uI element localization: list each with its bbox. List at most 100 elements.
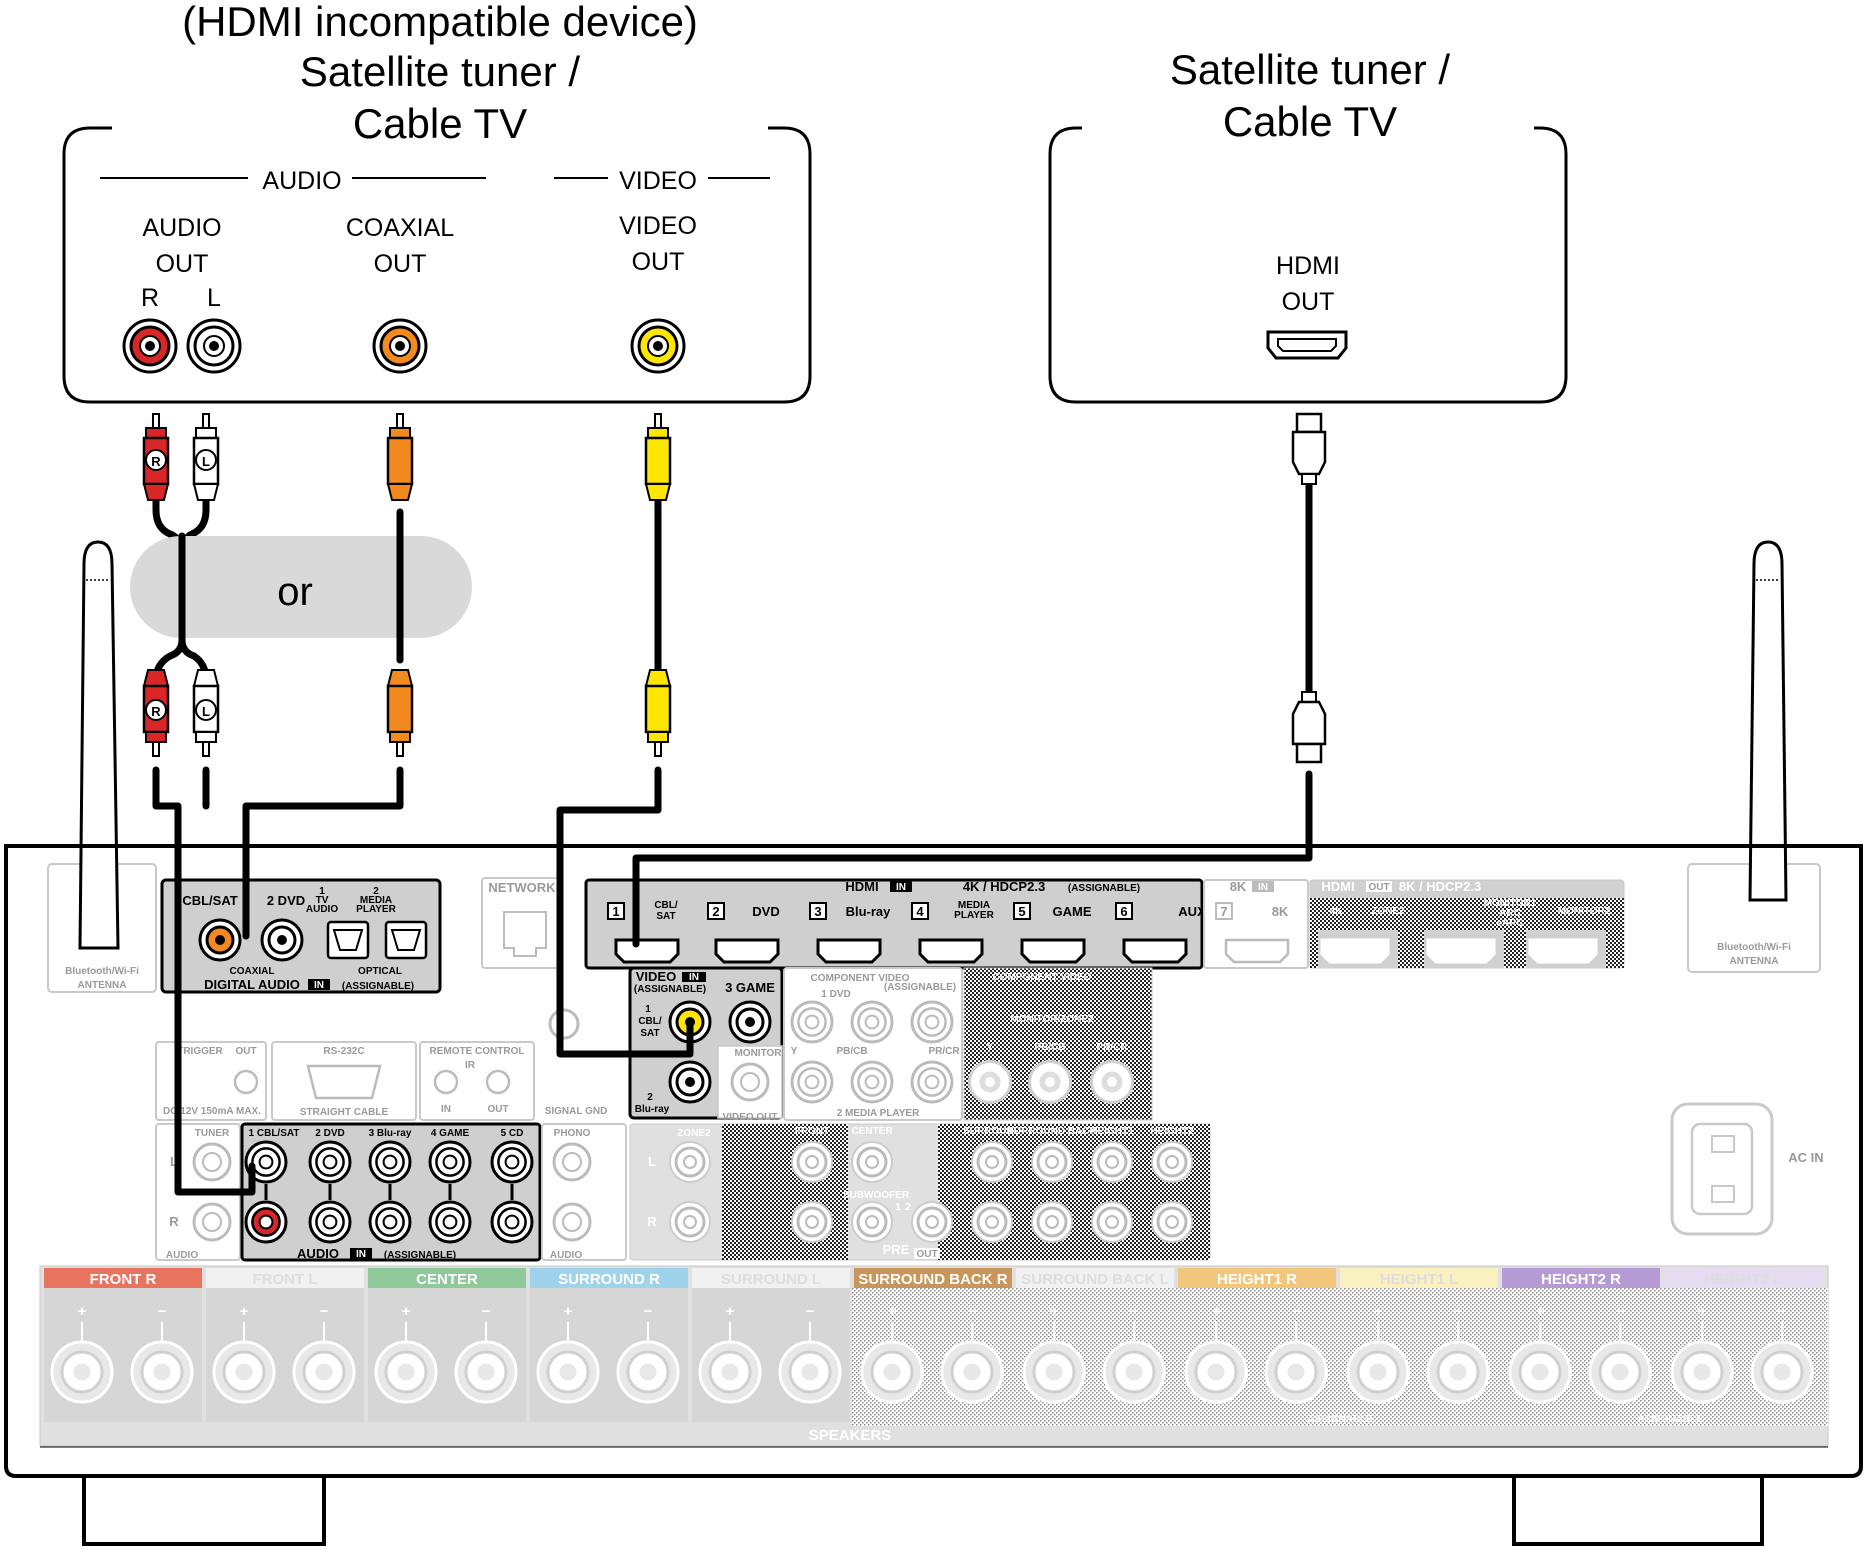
ac-in-label: AC IN: [1788, 1150, 1823, 1165]
video-in-badge: IN: [689, 972, 699, 983]
hdmi-in-label-6: AUX: [1178, 904, 1206, 919]
assignable-label-2: ASSIGNABLE: [1637, 1414, 1703, 1425]
hdmi-in-badge: IN: [896, 882, 906, 893]
speaker-sign-3-1: −: [644, 1303, 653, 1320]
rca-plug-top-l: L: [192, 413, 220, 501]
audio-in-label-0: 1 CBL/SAT: [249, 1128, 300, 1139]
video-plug-bottom: [644, 669, 672, 757]
speaker-sign-5-0: +: [888, 1303, 897, 1320]
component-out-y: Y: [987, 1042, 994, 1053]
speaker-sign-9-1: −: [1616, 1303, 1625, 1320]
digital-dvd-label: 2 DVD: [267, 893, 305, 908]
speaker-sign-3-0: +: [564, 1303, 573, 1320]
hdmi-in-label-1-a: CBL/: [654, 900, 678, 911]
audio-in-jack-top-3: [428, 1140, 472, 1184]
remote-out: OUT: [487, 1104, 508, 1115]
audio-in-label-2: 3 Blu-ray: [369, 1128, 412, 1139]
video-in-bluray-jack: [668, 1060, 712, 1104]
speaker-group-9: HEIGHT2 R+−: [1502, 1268, 1660, 1404]
hdmi-out-mon1-1: ARC: [1499, 908, 1521, 919]
hdmi-in-spec: 4K / HDCP2.3: [963, 879, 1045, 894]
rca-plug-bottom-r-letter: R: [151, 704, 161, 719]
or-label: or: [277, 570, 313, 614]
speaker-sign-8-1: −: [1454, 1303, 1463, 1320]
speaker-group-6: SURROUND BACK L + −: [1016, 1268, 1174, 1404]
ac-in: AC IN: [1670, 1102, 1824, 1236]
hdmi-in-label-2: DVD: [752, 904, 779, 919]
digital-audio-label: DIGITAL AUDIO: [204, 977, 300, 992]
phono-audio-label: AUDIO: [550, 1250, 582, 1261]
pre-out-jack-top-2: [971, 1141, 1013, 1183]
hdmi-in-assignable: (ASSIGNABLE): [1068, 883, 1140, 894]
video-out-label-1: VIDEO: [619, 212, 697, 240]
optical-label: OPTICAL: [358, 966, 402, 977]
speaker-label-0: FRONT R: [90, 1271, 157, 1288]
pre-out-jack-bottom-2: [971, 1201, 1013, 1243]
hdmi-in-num-6: 6: [1120, 904, 1127, 919]
assignable-label-1: ASSIGNABLE: [1307, 1414, 1373, 1425]
component-in-jack-4: [850, 1060, 894, 1104]
speakers-label: SPEAKERS: [809, 1427, 892, 1444]
component-in-pb: PB/CB: [836, 1046, 867, 1057]
speaker-label-10: HEIGHT2 L: [1704, 1271, 1782, 1288]
l-label: L: [207, 284, 221, 312]
speaker-label-6: SURROUND BACK L: [1021, 1271, 1169, 1288]
av-receiver: Bluetooth/Wi-Fi ANTENNA Bluetooth/Wi-Fi …: [4, 540, 1863, 1546]
rca-jack-white: [186, 318, 242, 374]
coaxial-label: COAXIAL: [230, 966, 275, 977]
tv-audio-label-1: TV: [316, 895, 329, 906]
speaker-group-4: SURROUND L+−: [692, 1268, 850, 1422]
pre-out-jack-top-3: [1031, 1141, 1073, 1183]
pre-out-label: PRE: [883, 1242, 910, 1257]
component-in-jack-2: [910, 1000, 954, 1044]
speaker-sign-1-0: +: [240, 1303, 249, 1320]
pre-out-jack-bottom-4: [1091, 1201, 1133, 1243]
tuner-l: L: [170, 1154, 178, 1169]
speaker-label-4: SURROUND L: [721, 1271, 821, 1288]
speaker-sign-7-0: +: [1212, 1303, 1221, 1320]
pre-out-jack-top-1: [851, 1141, 893, 1183]
hdmi-in-label-player: PLAYER: [954, 910, 994, 921]
pre-out-label-2: SURROUND: [963, 1126, 1021, 1137]
trigger-label: TRIGGER: [177, 1046, 223, 1057]
hdmi-out-spec: 8K / HDCP2.3: [1399, 879, 1481, 894]
audio-in-jack-bottom-0: [244, 1200, 288, 1244]
speaker-sign-4-0: +: [726, 1303, 735, 1320]
tuner-label: TUNER: [195, 1128, 230, 1139]
component-in-jack-1: [850, 1000, 894, 1044]
pre-out-label-3: SURROUND BACK: [1007, 1126, 1097, 1137]
hdmi-in-label-5: GAME: [1053, 904, 1092, 919]
rca-plug-bottom-l-letter: L: [202, 704, 210, 719]
hdmi-out-mon1-2: eARC: [1496, 918, 1523, 929]
speaker-group-5: SURROUND BACK R+−: [854, 1268, 1012, 1404]
antenna-right: Bluetooth/Wi-Fi ANTENNA: [1687, 540, 1821, 973]
video-out-label: VIDEO OUT: [722, 1112, 777, 1123]
video-monitor-label: MONITOR: [734, 1048, 782, 1059]
rca-jack-red: [122, 318, 178, 374]
pre-out-label-0: FRONT: [795, 1126, 829, 1137]
component-in-dvd: 1 DVD: [821, 989, 850, 1000]
audio-in-jack-top-2: [368, 1140, 412, 1184]
pre-out-jack-bottom-5: [1151, 1201, 1193, 1243]
signal-gnd: SIGNAL GND: [545, 1106, 608, 1117]
video-out-label-2: OUT: [632, 248, 685, 276]
digital-audio-in-badge: IN: [314, 980, 324, 991]
speaker-sign-6-0: +: [1050, 1303, 1059, 1320]
speaker-sign-1-1: −: [320, 1303, 329, 1320]
audio-in-label-3: 4 GAME: [431, 1128, 470, 1139]
rca-plug-bottom-r: R: [142, 669, 170, 757]
speaker-group-10: HEIGHT2 L+−: [1664, 1268, 1822, 1404]
zone2-jack-r: [669, 1201, 711, 1243]
video-in-cbl-label-2: SAT: [640, 1028, 659, 1039]
speaker-sign-6-1: −: [1130, 1303, 1139, 1320]
component-in-jack-5: [910, 1060, 954, 1104]
audio-in-jack-top-4: [490, 1140, 534, 1184]
speaker-sign-0-1: −: [158, 1303, 167, 1320]
speaker-sign-8-0: +: [1374, 1303, 1383, 1320]
